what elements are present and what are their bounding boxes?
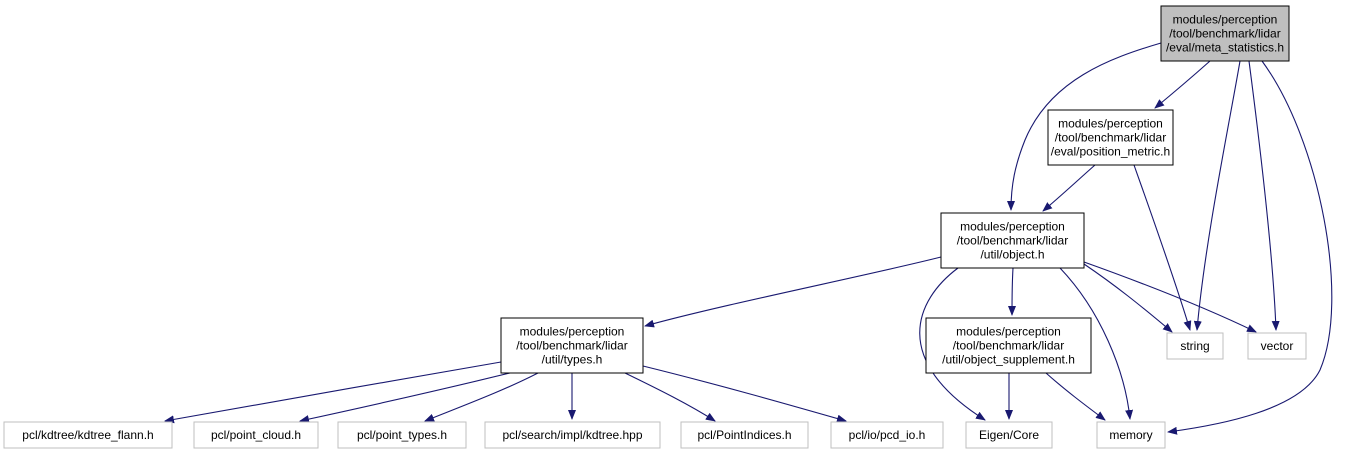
edge-object-to-object_supplement xyxy=(1008,267,1017,316)
node-box xyxy=(1247,332,1307,360)
edge-meta_statistics-to-string xyxy=(1193,60,1241,331)
edge-object-to-string xyxy=(1083,263,1173,333)
node-label-line: modules/perception xyxy=(960,220,1065,234)
node-meta_statistics[interactable]: modules/perception/tool/benchmark/lidar/… xyxy=(1160,5,1290,62)
node-memory[interactable]: memory xyxy=(1096,421,1166,449)
node-label-line: vector xyxy=(1261,339,1294,353)
node-label-line: pcl/kdtree/kdtree_flann.h xyxy=(22,428,153,442)
node-label-line: /util/object.h xyxy=(980,248,1044,262)
edge-object-to-memory xyxy=(1059,267,1134,420)
nodes-layer: modules/perception/tool/benchmark/lidar/… xyxy=(3,5,1307,449)
node-label-line: /eval/meta_statistics.h xyxy=(1166,41,1284,55)
edge-position_metric-to-object xyxy=(1042,164,1096,212)
edge-position_metric-to-string xyxy=(1133,164,1192,331)
node-box xyxy=(193,421,319,449)
node-kdtree_flann[interactable]: pcl/kdtree/kdtree_flann.h xyxy=(3,421,173,449)
node-label-line: Eigen/Core xyxy=(979,428,1039,442)
node-label-line: /tool/benchmark/lidar xyxy=(516,339,627,353)
node-box xyxy=(965,421,1053,449)
node-eigen_core[interactable]: Eigen/Core xyxy=(965,421,1053,449)
node-label-line: modules/perception xyxy=(520,325,625,339)
node-kdtree_hpp[interactable]: pcl/search/impl/kdtree.hpp xyxy=(484,421,661,449)
node-label-line: /tool/benchmark/lidar xyxy=(1169,27,1280,41)
node-point_indices[interactable]: pcl/PointIndices.h xyxy=(680,421,809,449)
edge-meta_statistics-to-position_metric xyxy=(1154,60,1211,109)
edge-meta_statistics-to-memory xyxy=(1167,60,1333,435)
edge-types-to-point_types xyxy=(424,372,539,422)
node-point_cloud[interactable]: pcl/point_cloud.h xyxy=(193,421,319,449)
node-box xyxy=(3,421,173,449)
node-point_types[interactable]: pcl/point_types.h xyxy=(337,421,467,449)
node-label-line: /tool/benchmark/lidar xyxy=(957,234,1068,248)
node-box xyxy=(1096,421,1166,449)
node-label-line: /eval/position_metric.h xyxy=(1051,145,1170,159)
node-box xyxy=(830,421,944,449)
node-types[interactable]: modules/perception/tool/benchmark/lidar/… xyxy=(500,317,644,374)
edge-types-to-point_indices xyxy=(624,372,716,422)
edge-object-to-eigen_core xyxy=(919,267,986,421)
node-label-line: modules/perception xyxy=(956,325,1061,339)
node-box xyxy=(940,212,1085,269)
edge-object_supplement-to-memory xyxy=(1045,372,1106,421)
node-box xyxy=(1166,332,1224,360)
node-box xyxy=(1047,109,1174,166)
edge-types-to-pcd_io xyxy=(642,365,847,423)
edge-object-to-types xyxy=(644,256,942,328)
node-box xyxy=(337,421,467,449)
node-label-line: pcl/io/pcd_io.h xyxy=(849,428,926,442)
node-position_metric[interactable]: modules/perception/tool/benchmark/lidar/… xyxy=(1047,109,1174,166)
node-label-line: /tool/benchmark/lidar xyxy=(1055,131,1166,145)
node-label-line: modules/perception xyxy=(1173,13,1278,27)
node-label-line: pcl/search/impl/kdtree.hpp xyxy=(502,428,642,442)
node-label-line: pcl/point_types.h xyxy=(357,428,447,442)
node-label-line: memory xyxy=(1109,428,1152,442)
edge-object-to-vector xyxy=(1083,261,1257,333)
node-box xyxy=(1160,5,1290,62)
node-box xyxy=(484,421,661,449)
edge-types-to-point_cloud xyxy=(299,372,511,424)
node-object_supplement[interactable]: modules/perception/tool/benchmark/lidar/… xyxy=(925,317,1092,374)
node-object[interactable]: modules/perception/tool/benchmark/lidar/… xyxy=(940,212,1085,269)
node-vector[interactable]: vector xyxy=(1247,332,1307,360)
node-box xyxy=(500,317,644,374)
node-box xyxy=(925,317,1092,374)
edges-layer xyxy=(164,42,1333,435)
edge-meta_statistics-to-vector xyxy=(1248,60,1280,331)
node-label-line: /util/object_supplement.h xyxy=(942,353,1075,367)
edge-types-to-kdtree_flann xyxy=(164,361,502,424)
node-label-line: /tool/benchmark/lidar xyxy=(953,339,1064,353)
node-string[interactable]: string xyxy=(1166,332,1224,360)
node-label-line: pcl/PointIndices.h xyxy=(697,428,791,442)
node-label-line: string xyxy=(1180,339,1209,353)
edge-meta_statistics-to-object xyxy=(1007,42,1162,211)
node-label-line: modules/perception xyxy=(1058,117,1163,131)
node-label-line: /util/types.h xyxy=(542,353,603,367)
node-box xyxy=(680,421,809,449)
node-label-line: pcl/point_cloud.h xyxy=(211,428,301,442)
node-pcd_io[interactable]: pcl/io/pcd_io.h xyxy=(830,421,944,449)
